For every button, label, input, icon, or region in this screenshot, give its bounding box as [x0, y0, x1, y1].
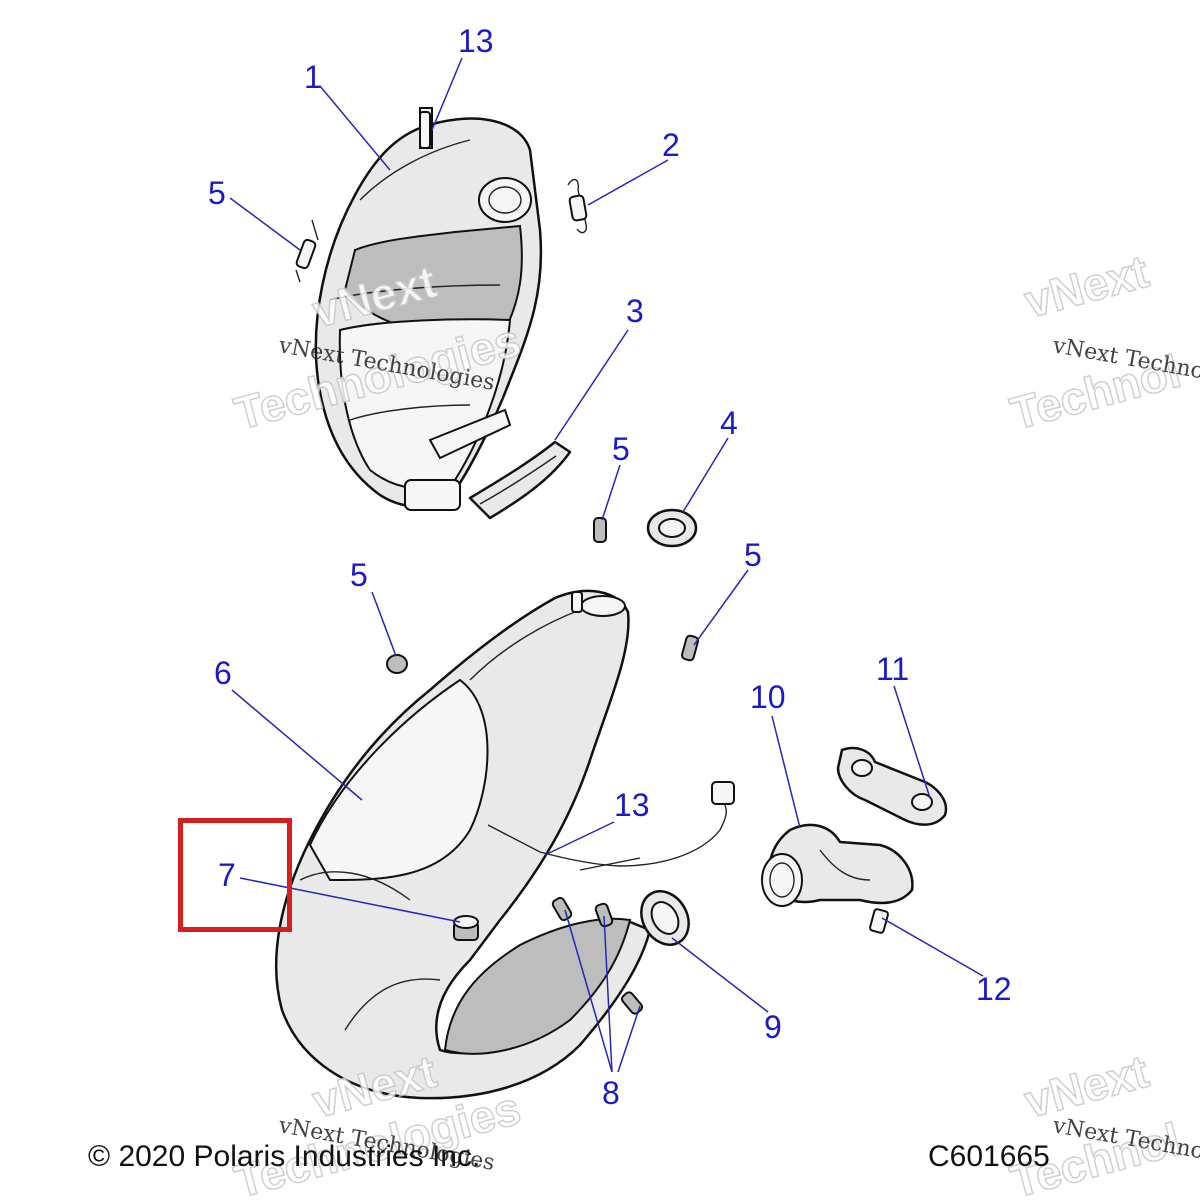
part-9-clamp-ring[interactable] — [632, 883, 698, 953]
part-4-gasket-ring[interactable] — [646, 508, 698, 548]
callout-4: 4 — [720, 405, 738, 441]
drawing-number: C601665 — [928, 1140, 1050, 1173]
callout-10: 10 — [750, 679, 786, 715]
callout-1: 1 — [304, 59, 322, 95]
watermark-right-vnext-large: vNext — [1019, 245, 1153, 328]
callout-6: 6 — [214, 655, 232, 691]
part-7-plug[interactable] — [453, 915, 479, 941]
copyright-text: © 2020 Polaris Industries Inc. — [88, 1140, 481, 1173]
watermark-bottom-right: vNext Technol vNext Techno — [1004, 1044, 1200, 1200]
part-8-spring-c[interactable] — [620, 991, 644, 1016]
callout-7-highlight-box — [178, 818, 292, 932]
callout-5-right: 5 — [744, 537, 762, 573]
part-13-sensor-harness[interactable] — [487, 781, 735, 871]
part-13-stud-top[interactable] — [419, 111, 431, 149]
callout-5-left: 5 — [350, 557, 368, 593]
leader-lines — [229, 57, 984, 1073]
callout-9: 9 — [764, 1009, 782, 1045]
part-8-spring-a[interactable] — [551, 896, 573, 922]
part-12-bolt[interactable] — [869, 908, 889, 934]
part-5-spring-c[interactable] — [386, 654, 408, 674]
callout-2: 2 — [662, 127, 680, 163]
callout-7: 7 — [218, 857, 236, 893]
callout-13-top: 13 — [458, 23, 494, 59]
part-5-spring-b[interactable] — [593, 517, 607, 543]
callout-labels: 1 13 2 5 3 5 4 5 5 6 7 13 8 9 10 11 12 — [208, 23, 1012, 1111]
callout-5-upper-left: 5 — [208, 175, 226, 211]
callout-3: 3 — [626, 293, 644, 329]
part-10-y-pipe[interactable] — [761, 823, 914, 907]
callout-5-middle: 5 — [612, 431, 630, 467]
part-5-spring-a[interactable] — [295, 219, 319, 283]
callout-13-sensor: 13 — [614, 787, 650, 823]
part-5-spring-d[interactable] — [680, 634, 700, 662]
watermark-bottom-right-vnext-large: vNext — [1019, 1045, 1153, 1128]
part-6-expansion-chamber[interactable] — [274, 589, 652, 1100]
callout-11: 11 — [876, 651, 909, 687]
part-1-silencer[interactable] — [314, 107, 543, 511]
callout-12: 12 — [976, 971, 1012, 1007]
part-2-spring[interactable] — [567, 178, 588, 234]
part-11-gasket[interactable] — [836, 746, 948, 826]
watermark-right: vNext Technol vNext Techno — [1004, 244, 1200, 440]
callout-8: 8 — [602, 1075, 620, 1111]
part-3-heat-shield[interactable] — [468, 440, 572, 520]
part-8-spring-b[interactable] — [594, 902, 614, 928]
